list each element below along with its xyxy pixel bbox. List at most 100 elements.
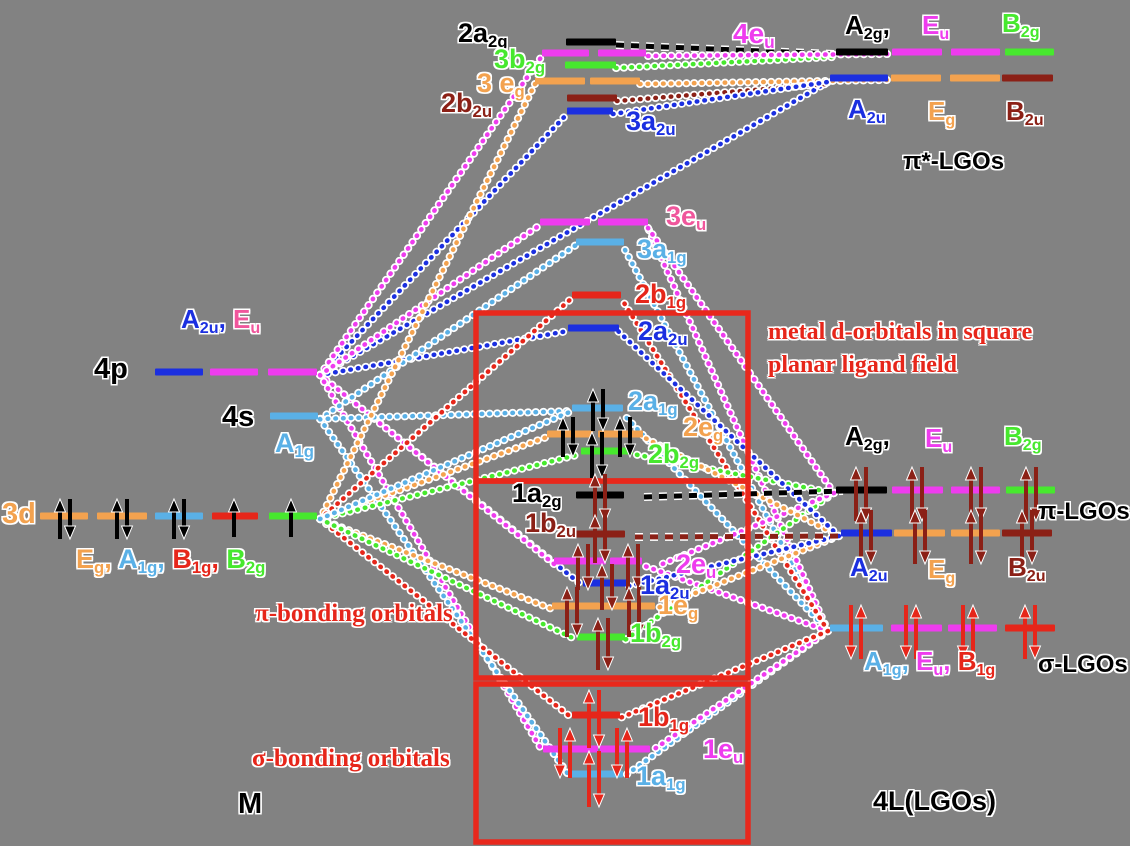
electron-arrow-head-up [582, 688, 596, 704]
level-1b1g [572, 711, 620, 719]
label-part: A [845, 421, 864, 451]
level-pi-row1 [892, 486, 943, 494]
level-pi-row2 [894, 529, 945, 537]
label-pistar-b2g: B2g [1002, 10, 1040, 40]
label-part: 1e [658, 590, 689, 620]
label-part: 2u [472, 102, 493, 122]
label-part: A [848, 94, 867, 124]
electron-arrow-head-up [227, 497, 241, 513]
label-mo-3a2u: 3a2u [626, 108, 676, 138]
label-left-a1g: A1g [275, 428, 314, 460]
label-part: 2g [1022, 435, 1042, 454]
electron-arrow-head-down [553, 764, 567, 780]
electron-arrow-head-up [586, 387, 600, 403]
electron-arrow-head-up [622, 585, 636, 601]
label-part: u [933, 660, 944, 679]
level-4p [268, 368, 317, 376]
electron-arrow-head-down [598, 549, 612, 565]
label-part: σ-LGOs [1038, 651, 1128, 678]
label-mo-2b1g: 2b1g [635, 281, 686, 311]
label-mo-1b2g: 1b2g [630, 620, 681, 650]
box-pi-bonding [473, 478, 751, 681]
level-3eu [598, 218, 648, 226]
level-pistar-row2 [891, 74, 941, 82]
label-part: u [250, 318, 261, 337]
label-part: , [943, 646, 958, 676]
electron-arrow-head-down [632, 623, 646, 639]
label-part: 1g [658, 400, 678, 420]
label-part: 2g [245, 558, 266, 578]
label-part: 4p [94, 353, 128, 385]
label-pi-a2g: A2g, [845, 421, 890, 453]
label-part: 1a [640, 570, 671, 600]
level-pistar-row2 [1002, 74, 1053, 82]
electron-arrow-head-up [621, 542, 635, 558]
label-pistar-eg: Eg [928, 98, 955, 128]
electron-arrow-head-up [167, 497, 181, 513]
electron-arrow-head-down [63, 525, 77, 541]
label-note-pi-bonding: π-bonding orbitals [255, 601, 453, 626]
label-part: u [939, 24, 950, 43]
electron-arrow-head-up [582, 749, 596, 765]
label-mo-2b2g: 2b2g [648, 441, 699, 471]
label-sigma-lgos: σ-LGOs [1038, 653, 1128, 677]
label-note-dfield-2: planar ligand field [768, 353, 957, 377]
label-part: E [928, 554, 946, 584]
level-1a2u [583, 579, 629, 587]
level-3b2g [565, 61, 616, 69]
electron-arrow-head-up [620, 726, 634, 742]
electron-arrow-head-down [581, 576, 595, 592]
label-pi-b2g: B2g [1004, 423, 1042, 453]
electron-arrow-head-down [601, 656, 615, 672]
label-note-sigma-bonding: σ-bonding orbitals [252, 746, 450, 771]
label-part: , [882, 421, 890, 451]
level-2b2u [567, 94, 617, 102]
electron-arrow-head-up [560, 585, 574, 601]
label-part: 1g [666, 293, 687, 313]
label-part: 2g [525, 58, 546, 78]
label-part: u [696, 215, 707, 235]
label-part: 2g [1020, 22, 1040, 41]
connection-line [610, 79, 831, 117]
label-part: 1g [191, 558, 212, 578]
label-part: 2u [656, 120, 676, 140]
level-1b2u [576, 530, 625, 538]
electron-arrow-head-up [595, 562, 609, 578]
level-pistar-row2 [830, 74, 888, 82]
electron-arrow-head-up [284, 497, 298, 513]
electron-arrow-head-up [909, 603, 923, 619]
label-part: 1g [976, 660, 996, 679]
electron-arrow-head-down [610, 764, 624, 780]
connection-line [317, 408, 575, 422]
label-part: 2u [868, 566, 888, 585]
electron-arrow-head-up [854, 508, 868, 524]
connection-line [617, 628, 831, 721]
level-sigma-row [830, 624, 883, 632]
level-pi-row2 [841, 529, 892, 537]
electron-arrow-head-down [596, 417, 610, 433]
connection-line [613, 54, 837, 71]
label-mo-1eu: 1eu [703, 734, 743, 766]
electron-arrow-head-up [1019, 465, 1033, 481]
connection-line [640, 434, 842, 539]
label-pistar-a2u: A2u [848, 94, 886, 126]
electron-arrow-head-down [120, 525, 134, 541]
electron-arrow-head-up [854, 603, 868, 619]
electron-arrow-head-up [563, 726, 577, 742]
label-part: π-LGOs [1038, 498, 1130, 525]
connection-line [639, 562, 831, 634]
label-part: 2u [1024, 110, 1044, 129]
label-mo-1eg: 1eg [658, 590, 698, 622]
level-4eu [542, 49, 589, 57]
electron-arrow-head-down [592, 734, 606, 750]
connection-halo [614, 327, 843, 540]
label-note-dfield-1: metal d-orbitals in square [768, 320, 1032, 344]
label-part: E [233, 304, 251, 334]
label-part: 2g [863, 24, 883, 43]
label-part: A [275, 428, 295, 458]
electron-arrow-head-up [588, 513, 602, 529]
label-mo-3eg: 3 eg [477, 70, 525, 100]
connection-line [317, 295, 575, 522]
label-part: 1e [703, 734, 734, 764]
